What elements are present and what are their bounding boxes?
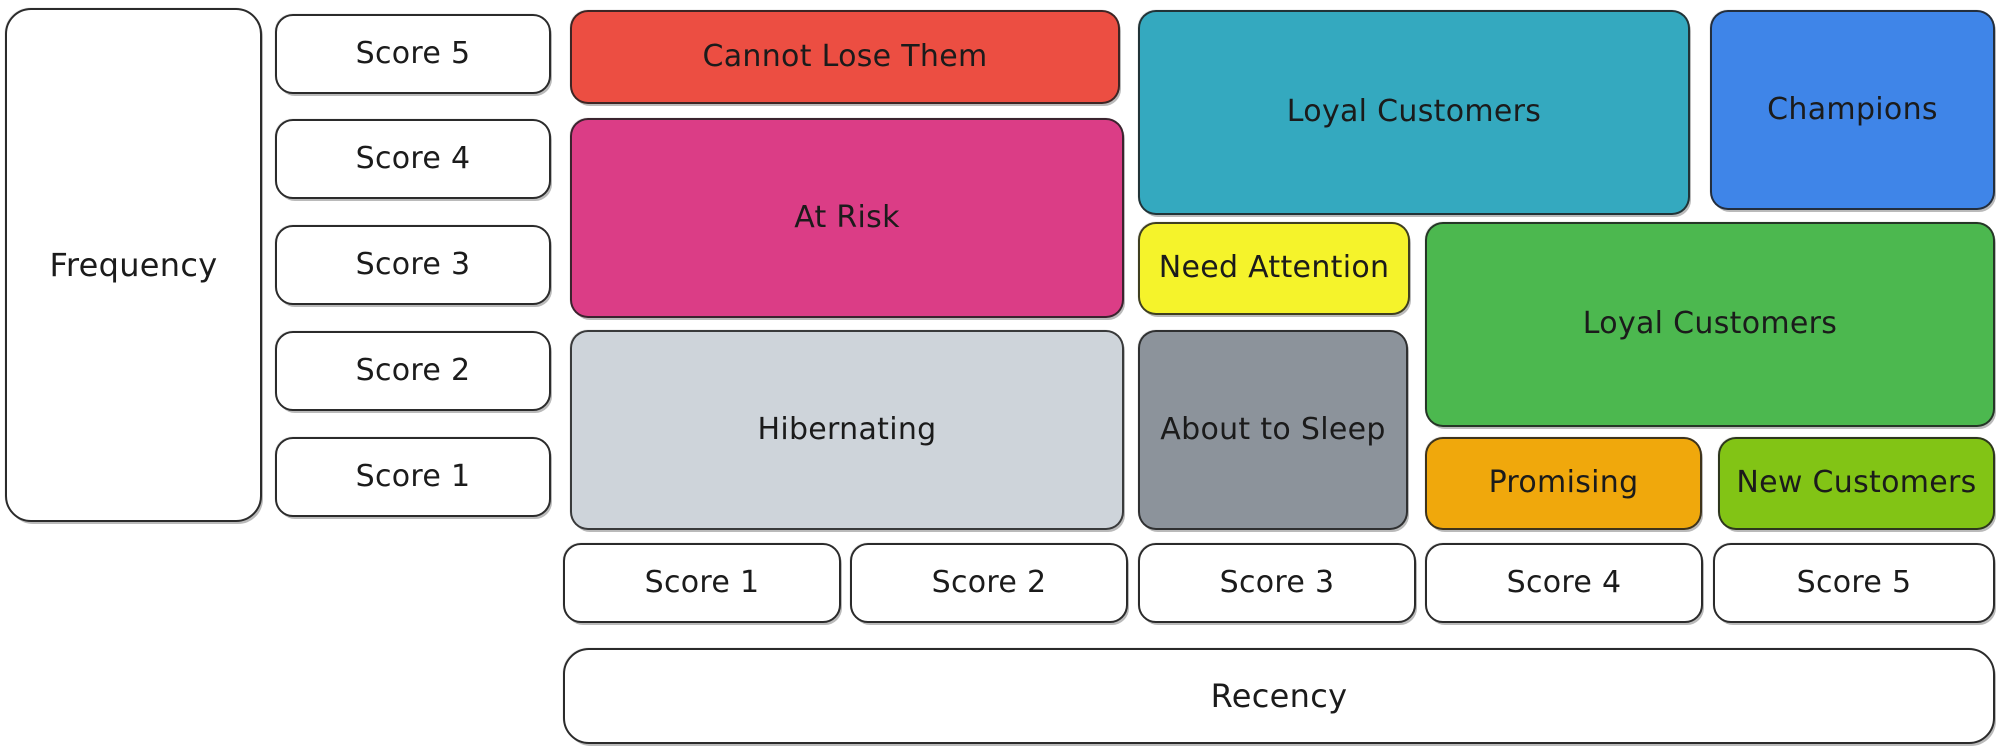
segment-need-attention-label: Need Attention [1158,250,1390,286]
segment-cannot-lose-them-label: Cannot Lose Them [702,38,988,74]
segment-hibernating-label: Hibernating [757,411,937,447]
segment-at-risk-label: At Risk [794,199,900,235]
segment-new-customers-label: New Customers [1736,465,1977,501]
segment-about-to-sleep[interactable]: About to Sleep [1138,330,1408,530]
recency-score-2-label: Score 2 [931,564,1047,600]
axis-frequency-text: Frequency [49,245,218,284]
recency-score-3-label: Score 3 [1219,564,1335,600]
recency-score-5-label: Score 5 [1796,564,1912,600]
frequency-score-4[interactable]: Score 4 [275,119,551,199]
axis-label-recency: Recency [563,648,1995,744]
segment-loyal-customers-teal-label: Loyal Customers [1286,94,1542,130]
segment-cannot-lose-them[interactable]: Cannot Lose Them [570,10,1120,104]
recency-score-3[interactable]: Score 3 [1138,543,1416,623]
segment-champions[interactable]: Champions [1710,10,1995,210]
frequency-score-4-label: Score 4 [355,140,471,176]
frequency-score-5-label: Score 5 [355,35,471,71]
segment-loyal-customers-green[interactable]: Loyal Customers [1425,222,1995,427]
axis-label-frequency: Frequency [5,8,262,522]
recency-score-1[interactable]: Score 1 [563,543,841,623]
recency-score-4[interactable]: Score 4 [1425,543,1703,623]
recency-score-1-label: Score 1 [644,564,760,600]
frequency-score-1-label: Score 1 [355,458,471,494]
segment-loyal-customers-green-label: Loyal Customers [1582,306,1838,342]
frequency-score-1[interactable]: Score 1 [275,437,551,517]
segment-new-customers[interactable]: New Customers [1718,437,1995,530]
frequency-score-3-label: Score 3 [355,246,471,282]
frequency-score-5[interactable]: Score 5 [275,14,551,94]
segment-promising-label: Promising [1488,465,1639,501]
recency-score-2[interactable]: Score 2 [850,543,1128,623]
frequency-score-2-label: Score 2 [355,352,471,388]
segment-about-to-sleep-label: About to Sleep [1160,411,1386,447]
recency-score-5[interactable]: Score 5 [1713,543,1995,623]
segment-need-attention[interactable]: Need Attention [1138,222,1410,315]
recency-score-4-label: Score 4 [1506,564,1622,600]
segment-champions-label: Champions [1767,91,1938,127]
segment-hibernating[interactable]: Hibernating [570,330,1124,530]
axis-recency-text: Recency [1210,676,1348,715]
segment-loyal-customers-teal[interactable]: Loyal Customers [1138,10,1690,215]
frequency-score-2[interactable]: Score 2 [275,331,551,411]
frequency-score-3[interactable]: Score 3 [275,225,551,305]
segment-promising[interactable]: Promising [1425,437,1702,530]
segment-at-risk[interactable]: At Risk [570,118,1124,318]
